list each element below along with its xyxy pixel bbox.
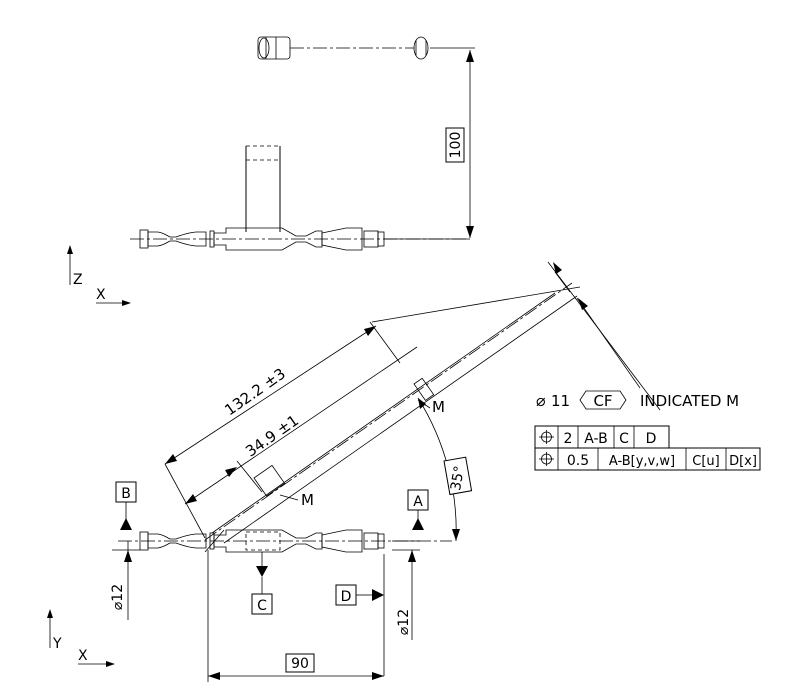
fcf-row2-ref3: D[x] <box>729 454 757 469</box>
datum-b-label: B <box>121 486 131 502</box>
datum-c: C <box>251 552 273 615</box>
modifier-m-lower: M <box>301 491 314 509</box>
top-shaft <box>130 227 470 251</box>
dim-34-9: 34.9 ±1 <box>184 346 418 505</box>
fcf-dia-value: 11 <box>551 392 570 410</box>
fcf-row1-ref2: C <box>619 431 629 447</box>
fcf-dia-symbol: ⌀ <box>536 391 546 410</box>
fcf-row2-ref1: A-B[y,v,w] <box>609 454 675 469</box>
axis-z-label: Z <box>73 272 83 288</box>
dim-angle: 35° <box>417 397 473 542</box>
datum-d: D <box>335 554 385 676</box>
axis-indicator-zx: Z X <box>67 245 131 306</box>
datum-d-label: D <box>341 589 352 605</box>
datum-a-label: A <box>413 494 423 510</box>
top-small-part <box>257 36 475 60</box>
fcf-row2-tol: 0.5 <box>567 453 589 469</box>
modifier-m-upper: M <box>432 398 445 416</box>
axis-indicator-yx: Y X <box>47 609 115 667</box>
datum-a: A <box>407 489 429 530</box>
dim-34-9-label: 34.9 ±1 <box>242 411 302 460</box>
fcf-row2-ref2: C[u] <box>692 454 719 469</box>
axis-y-label: Y <box>52 636 62 652</box>
dim-132: 132.2 ±3 <box>164 286 581 539</box>
dia-left: ⌀12 <box>110 541 140 620</box>
inclined-end-extension <box>547 261 661 411</box>
fcf-note: INDICATED M <box>640 392 739 410</box>
dim-90-label: 90 <box>291 656 309 672</box>
fcf-cf: CF <box>593 392 612 410</box>
dim-100-label: 100 <box>448 132 464 159</box>
axis-x-label-top: X <box>96 287 106 303</box>
dim-100: 100 <box>445 50 474 238</box>
fcf-row1-tol: 2 <box>564 431 573 447</box>
position-symbol-icon <box>539 430 554 444</box>
fcf-row1-ref1: A-B <box>584 431 607 447</box>
dim-90: 90 <box>207 550 384 682</box>
dim-132-label: 132.2 ±3 <box>221 365 289 420</box>
datum-c-label: C <box>257 598 267 614</box>
bottom-view: M M 132.2 ±3 34.9 ±1 <box>47 261 661 682</box>
feature-control-frame: ⌀ 11 CF INDICATED M 2 A-B C D 0.5 A <box>534 390 761 471</box>
fcf-row1-ref3: D <box>646 431 657 447</box>
dia-right: ⌀12 <box>392 540 420 640</box>
dia-left-label: ⌀12 <box>110 584 126 610</box>
dia-right-label: ⌀12 <box>396 609 412 635</box>
top-view: 100 Z X <box>67 36 475 306</box>
dim-angle-label: 35° <box>448 465 468 492</box>
datum-b: B <box>115 481 137 530</box>
position-symbol-icon <box>539 452 554 466</box>
axis-x-label-bottom: X <box>78 648 88 664</box>
inclined-rod <box>204 282 578 553</box>
top-vertical-rod <box>245 145 281 232</box>
